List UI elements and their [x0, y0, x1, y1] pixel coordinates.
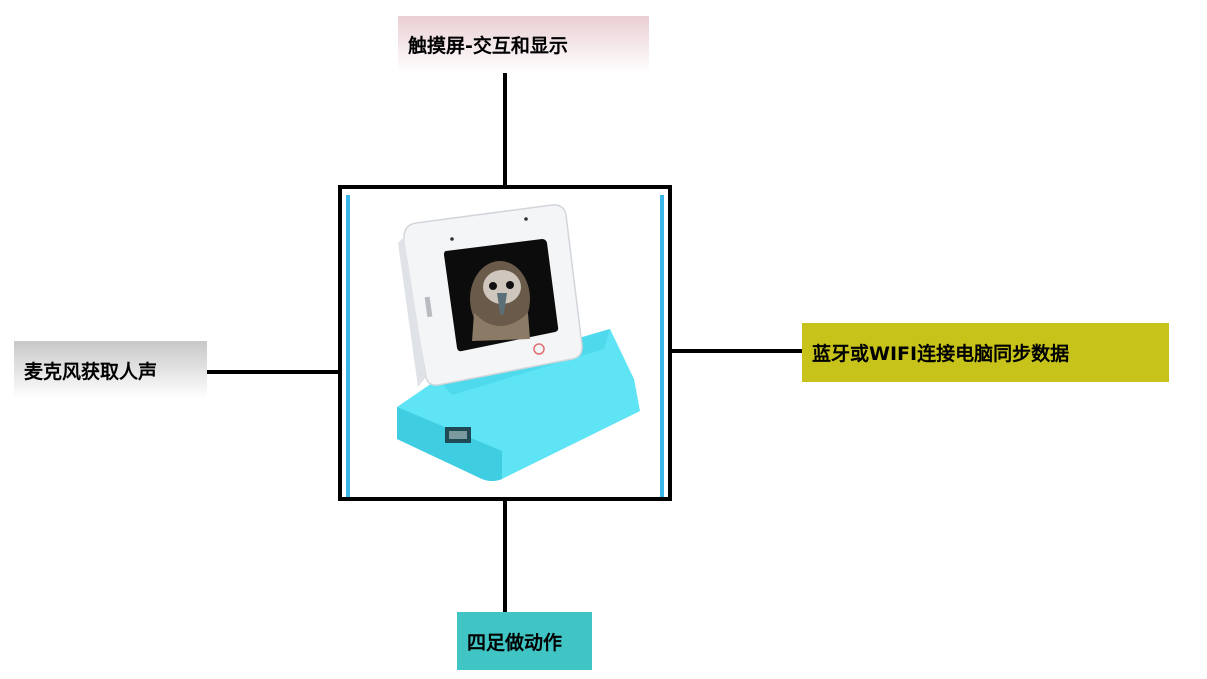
device-frame — [338, 185, 672, 501]
connector-left — [206, 370, 340, 374]
label-legs-motion: 四足做动作 — [457, 612, 592, 670]
connector-top — [503, 73, 507, 187]
label-microphone: 麦克风获取人声 — [14, 341, 207, 399]
label-connectivity: 蓝牙或WIFI连接电脑同步数据 — [802, 323, 1169, 382]
robot-device-image — [397, 204, 640, 481]
connector-bottom — [503, 499, 507, 612]
label-touchscreen: 触摸屏-交互和显示 — [398, 16, 649, 73]
connector-right — [670, 349, 803, 353]
